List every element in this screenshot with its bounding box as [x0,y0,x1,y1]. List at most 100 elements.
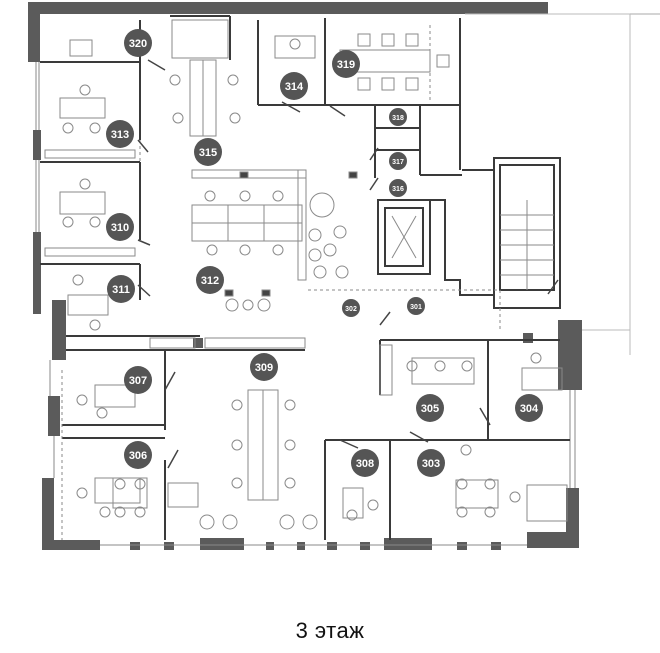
chair [367,499,379,511]
desk [67,294,109,316]
door [547,279,559,295]
room-306: 306 [124,441,152,469]
door [137,284,151,297]
room-number: 317 [392,159,404,166]
chair [308,228,322,242]
column [297,542,305,550]
room-314: 314 [280,72,308,100]
door [147,59,166,71]
chair [96,407,108,419]
chair [456,478,468,490]
fixture [224,289,234,297]
partitions [40,15,570,540]
room-badge [515,394,543,422]
chair [62,122,74,134]
chair [89,122,101,134]
room-number: 318 [392,115,404,122]
room-badge [389,108,407,126]
chair [279,514,295,530]
chair [114,506,126,518]
chair [509,491,521,503]
door [479,407,491,426]
chair [357,33,371,47]
room-badge [106,120,134,148]
room-badge [351,449,379,477]
cabinet [149,337,196,349]
chair [134,478,146,490]
desk [59,97,106,119]
stairwell [493,157,561,309]
room-labels: 320 319 314 313 315 318 317 316 310 312 … [106,29,543,477]
wall-left-seg [33,232,41,262]
chair [231,399,243,411]
room-number: 304 [520,403,539,415]
chair [76,394,88,406]
chair [434,360,446,372]
elevator-cross [391,215,417,259]
chair [484,478,496,490]
chair [323,243,337,257]
wall-top [28,2,548,14]
column [523,333,533,343]
chair [62,216,74,228]
floor-title: 3 этаж [295,618,365,643]
chair [242,299,254,311]
room-badge [124,29,152,57]
chair [231,439,243,451]
room-number: 306 [129,450,147,462]
desk [94,384,136,408]
room-badge [124,441,152,469]
chair [381,77,395,91]
wall-bottom-left [42,540,100,550]
wall-left-bottom [42,478,54,548]
room-311: 311 [107,275,135,303]
desk [94,477,141,504]
door [137,139,149,153]
room-number: 301 [410,304,422,311]
room-319: 319 [332,50,360,78]
fixture [348,171,358,179]
chair [272,244,284,256]
chair [172,112,184,124]
room-301: 301 [407,297,425,315]
room-number: 302 [345,306,357,313]
door [137,239,151,246]
room-badge [332,50,360,78]
fixture [261,289,271,297]
room-badge [416,394,444,422]
room-badge [106,213,134,241]
room-number: 309 [255,362,273,374]
room-302: 302 [342,299,360,317]
room-badge [407,297,425,315]
room-badge [250,353,278,381]
room-badge [417,449,445,477]
sofa [167,482,199,508]
chair [284,477,296,489]
room-315: 315 [194,138,222,166]
room-number: 320 [129,38,147,50]
chair [456,506,468,518]
chair [79,84,91,96]
room-312: 312 [196,266,224,294]
cabinet [44,149,136,159]
elevator-shaft [384,207,424,267]
chair [346,509,358,521]
room-303: 303 [417,449,445,477]
chair [114,478,126,490]
table [455,479,499,509]
door [329,105,346,117]
chair [227,74,239,86]
room-number: 316 [392,186,404,193]
chair [76,487,88,499]
chair [206,244,218,256]
doors [137,59,559,469]
chair [134,506,146,518]
chair [313,265,327,279]
room-number: 319 [337,59,355,71]
column [266,542,274,550]
door [369,147,379,161]
room-badge [342,299,360,317]
chair [284,439,296,451]
door [409,431,429,443]
